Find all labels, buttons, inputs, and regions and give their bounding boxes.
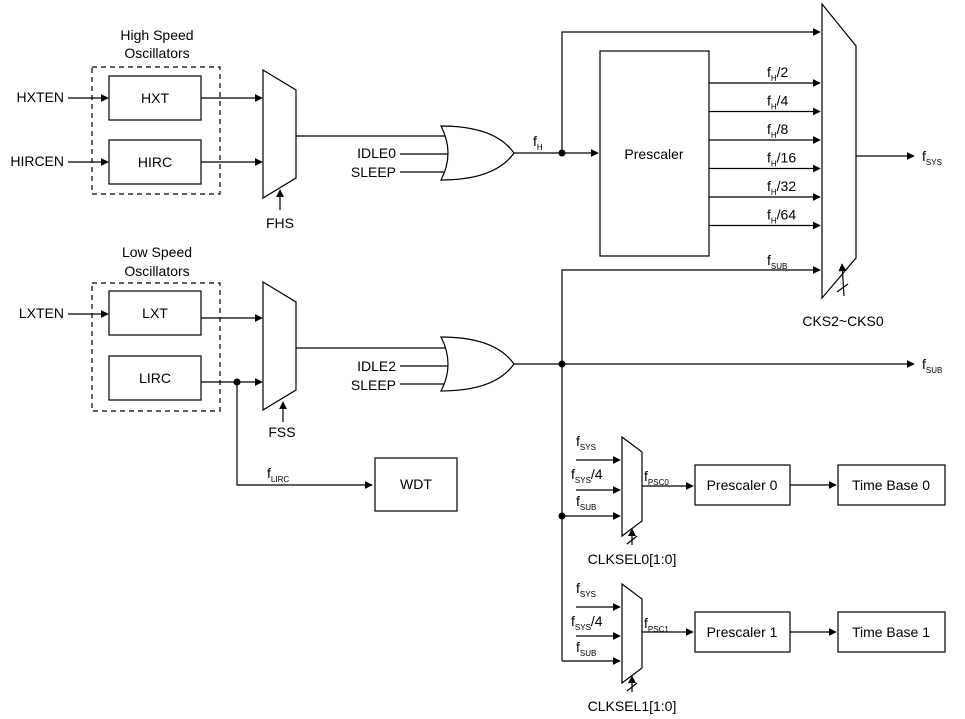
flirc-label: fLIRC	[267, 465, 289, 484]
fss-mux	[262, 280, 297, 412]
fpsc1-label: fPSC1	[644, 615, 669, 634]
wdt-label: WDT	[400, 476, 432, 492]
hircen-label: HIRCEN	[10, 153, 64, 169]
clksel1-mux	[621, 582, 643, 685]
prescaler-output-label: fH/2	[767, 64, 789, 83]
prescaler-block	[599, 50, 710, 257]
prescaler0-block	[694, 464, 791, 506]
lxt-block	[108, 290, 202, 336]
sleep-top-label: SLEEP	[351, 164, 396, 180]
idle2-label: IDLE2	[357, 358, 396, 374]
high-speed-group-box	[91, 66, 221, 195]
hxt-label: HXT	[141, 90, 169, 106]
fss-label: FSS	[268, 424, 295, 440]
fhs-mux	[262, 68, 297, 200]
wdt-block	[374, 457, 458, 512]
hirc-label: HIRC	[138, 154, 172, 170]
prescaler-output-label: fH/32	[767, 178, 796, 197]
or-gate-top	[440, 125, 515, 181]
prescaler-output-label: fH/8	[767, 121, 789, 140]
fsub-output-label: fSUB	[922, 356, 942, 375]
chain1-fsys-label: fSYS	[576, 580, 596, 599]
prescaler-label: Prescaler	[624, 146, 683, 162]
prescaler0-label: Prescaler 0	[707, 477, 778, 493]
chain0-fsys-label: fSYS	[576, 433, 596, 452]
hirc-block	[108, 139, 202, 185]
fsys-output-label: fSYS	[922, 148, 942, 167]
timebase1-block	[837, 611, 946, 653]
chain0-fsub-label: fSUB	[576, 493, 596, 512]
cks-select-arrow	[838, 263, 847, 297]
prescaler-outputs: fH/2 fH/4 fH/8 fH/16 fH/32 fH/64	[709, 64, 821, 230]
cks-bus-slash	[836, 283, 849, 293]
sleep-bottom-label: SLEEP	[351, 377, 396, 393]
timebase0-label: Time Base 0	[852, 477, 930, 493]
lirc-label: LIRC	[139, 370, 171, 386]
idle0-label: IDLE0	[357, 145, 396, 161]
fhs-label: FHS	[266, 215, 294, 231]
timebase0-block	[837, 464, 946, 506]
clksel1-bus-slash	[626, 682, 638, 692]
fh-label: fH	[533, 133, 543, 152]
cks-main-mux	[821, 2, 857, 300]
clksel0-bus-slash	[626, 535, 638, 545]
hxten-label: HXTEN	[17, 89, 64, 105]
prescaler-output-label: fH/16	[767, 150, 796, 169]
prescaler-output-label: fH/4	[767, 93, 789, 112]
high-speed-title-line1: High Speed	[120, 27, 193, 43]
cks-select-label: CKS2~CKS0	[802, 313, 884, 329]
lirc-block	[108, 355, 202, 401]
low-speed-title-line1: Low Speed	[122, 244, 192, 260]
fh-bypass-line	[561, 28, 821, 153]
lxt-label: LXT	[142, 305, 168, 321]
prescaler-output-label: fH/64	[767, 207, 796, 226]
clksel0-label: CLKSEL0[1:0]	[588, 551, 677, 567]
clksel1-label: CLKSEL1[1:0]	[588, 698, 677, 714]
flirc-to-wdt-line	[236, 382, 373, 489]
prescaler1-label: Prescaler 1	[707, 624, 778, 640]
chain1-fsub-label: fSUB	[576, 639, 596, 658]
low-speed-title-line2: Oscillators	[124, 263, 189, 279]
high-speed-title-line2: Oscillators	[124, 45, 189, 61]
chain0-fsys4-label: fSYS/4	[571, 466, 603, 485]
fpsc0-label: fPSC0	[644, 468, 669, 487]
clksel0-mux	[621, 435, 643, 538]
or-gate-bottom	[440, 336, 515, 392]
lxten-label: LXTEN	[19, 305, 64, 321]
fsub-main-mux-label: fSUB	[767, 252, 787, 271]
chain1-fsys4-label: fSYS/4	[571, 613, 603, 632]
fsub-to-main-mux-line	[561, 266, 821, 363]
timebase1-label: Time Base 1	[852, 624, 930, 640]
prescaler1-block	[694, 611, 791, 653]
low-speed-group-box	[91, 282, 221, 412]
